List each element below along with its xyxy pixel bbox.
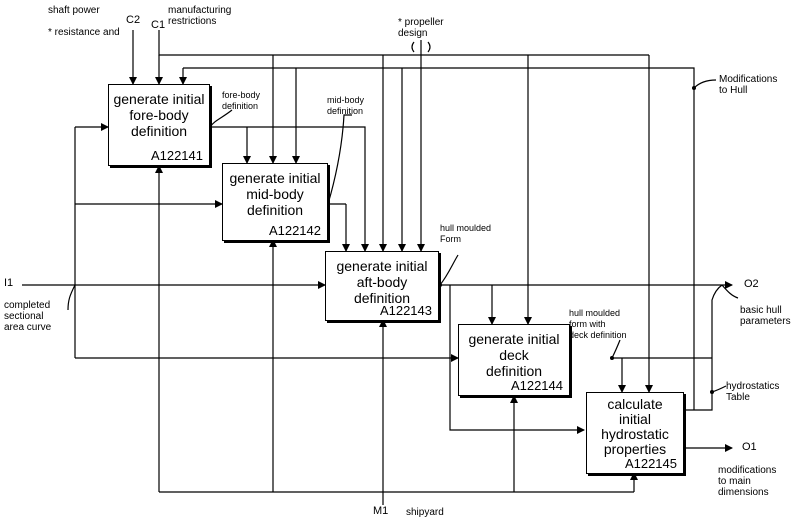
junction-dot xyxy=(438,283,442,287)
box-code: A122144 xyxy=(510,378,563,393)
i1-label-pointer xyxy=(67,284,76,311)
propeller-tunnel xyxy=(411,41,431,53)
fore-label-pointer xyxy=(209,109,233,128)
o1-label: modifications to main dimensions xyxy=(718,465,777,498)
mid-body-definition-label: mid-body definition xyxy=(327,95,365,116)
junction-dot xyxy=(692,86,696,90)
fore-to-aft xyxy=(247,126,369,252)
hydrostatics-table-label: hydrostatics Table xyxy=(726,381,780,403)
junction-dot xyxy=(710,390,714,394)
propeller-label: * propeller design xyxy=(398,17,444,39)
box-aft-body: generate initial aft-body definition A12… xyxy=(325,251,439,321)
box-deck: generate initial deck definition A122144 xyxy=(458,324,570,396)
box-fore-body: generate initial fore-body definition A1… xyxy=(108,84,210,166)
box-code: A122143 xyxy=(379,303,432,318)
c1-label: manufacturing restrictions xyxy=(168,5,232,27)
box-code: A122145 xyxy=(624,456,677,471)
hull-moulded-deck-label: hull moulded form with deck definition xyxy=(569,308,627,340)
modifications-hull-label: Modifications to Hull xyxy=(719,74,778,96)
box-title: generate initial aft-body definition xyxy=(336,258,428,306)
hull-moulded-form-label: hull moulded Form xyxy=(440,223,492,244)
hydro-to-o2 xyxy=(684,284,723,411)
o1-code: O1 xyxy=(742,441,757,453)
i1-code: I1 xyxy=(4,277,14,289)
i1-label: completed sectional area curve xyxy=(4,300,52,333)
o2-label-pointer xyxy=(721,284,739,299)
box-title: calculate initial hydrostatic properties xyxy=(601,396,669,457)
c2-code: C2 xyxy=(126,14,141,26)
c2-label: shaft power * resistance and xyxy=(48,5,120,38)
box-code: A122141 xyxy=(150,148,203,163)
box-mid-body: generate initial mid-body definition A12… xyxy=(222,163,328,241)
box-title: generate initial mid-body definition xyxy=(229,170,321,218)
aft-label-pointer xyxy=(439,254,459,286)
aft-to-hydro xyxy=(449,285,585,434)
junction-dot xyxy=(610,356,614,360)
m1-label: shipyard xyxy=(406,507,444,518)
hydrostatics-table-pointer xyxy=(711,385,727,393)
mod-pointer xyxy=(693,79,717,89)
modifications-hull-feedback xyxy=(183,67,695,410)
box-title: generate initial deck definition xyxy=(468,331,560,379)
fore-body-definition-label: fore-body definition xyxy=(222,90,261,111)
o2-label: basic hull parameters xyxy=(740,305,791,327)
mid-label-pointer xyxy=(327,114,352,205)
box-hydrostatic: calculate initial hydrostatic properties… xyxy=(586,392,684,474)
box-title: generate initial fore-body definition xyxy=(113,91,205,139)
m1-code: M1 xyxy=(373,505,389,517)
c1-code: C1 xyxy=(151,19,166,31)
deck-label-pointer xyxy=(611,339,621,359)
o2-code: O2 xyxy=(744,278,759,290)
box-code: A122142 xyxy=(268,223,321,238)
